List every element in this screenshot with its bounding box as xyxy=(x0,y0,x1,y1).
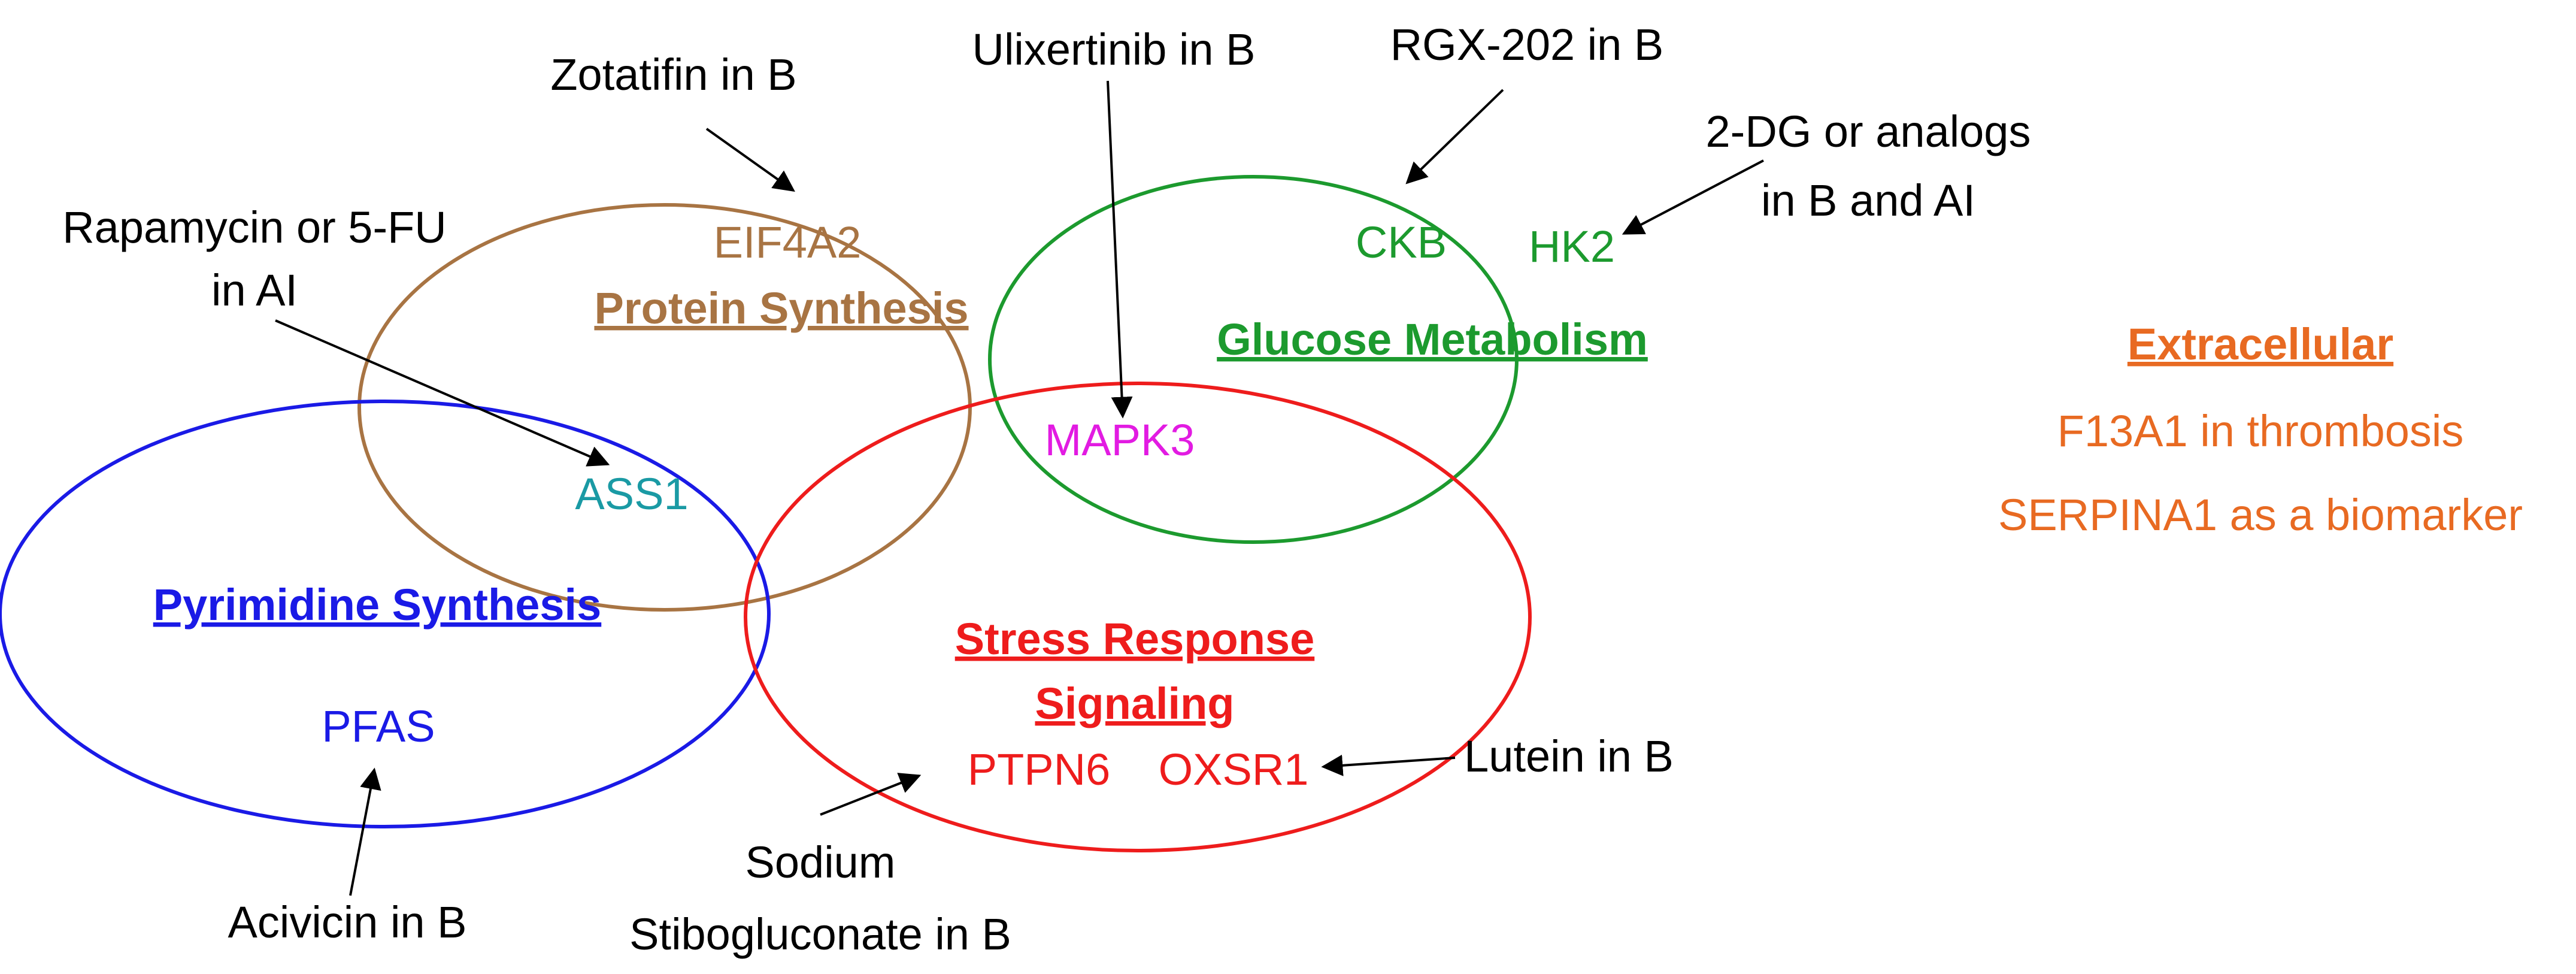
stress-response-title-line1: Stress Response xyxy=(955,614,1315,664)
stress-response-ellipse xyxy=(744,382,1532,852)
protein-synthesis-title: Protein Synthesis xyxy=(594,283,968,333)
drug-2dg-line1: 2-DG or analogs xyxy=(1706,107,2031,156)
drug-acivicin: Acivicin in B xyxy=(228,897,467,947)
gene-ptpn6: PTPN6 xyxy=(968,745,1111,794)
acivicin-arrow xyxy=(349,767,381,896)
protein-synthesis-ellipse xyxy=(357,203,972,612)
extracellular-serpina1: SERPINA1 as a biomarker xyxy=(1998,490,2523,540)
drug-rapamycin-line2: in AI xyxy=(211,265,298,315)
twodg-arrow xyxy=(1622,159,1764,235)
gene-oxsr1: OXSR1 xyxy=(1159,745,1309,794)
drug-zotatifin: Zotatifin in B xyxy=(550,50,796,99)
drug-ulixertinib: Ulixertinib in B xyxy=(972,25,1256,74)
glucose-metabolism-ellipse xyxy=(988,175,1519,544)
zotatifin-arrow xyxy=(705,128,795,192)
pyrimidine-synthesis-title: Pyrimidine Synthesis xyxy=(153,580,602,630)
lutein-arrow xyxy=(1321,754,1456,776)
drug-rapamycin-line1: Rapamycin or 5-FU xyxy=(62,202,447,252)
gene-hk2: HK2 xyxy=(1529,222,1615,271)
extracellular-title: Extracellular xyxy=(2128,319,2393,369)
gene-pfas: PFAS xyxy=(322,701,435,751)
ulixertinib-arrow xyxy=(1107,80,1133,419)
sodium-arrow xyxy=(820,773,922,816)
drug-lutein: Lutein in B xyxy=(1464,731,1674,781)
drug-sodium-line2: Stibogluconate in B xyxy=(629,909,1011,959)
drug-sodium-line1: Sodium xyxy=(745,837,896,887)
pyrimidine-synthesis-ellipse xyxy=(0,400,771,828)
glucose-metabolism-title: Glucose Metabolism xyxy=(1217,314,1648,364)
drug-rgx202: RGX-202 in B xyxy=(1390,20,1664,69)
rgx202-arrow xyxy=(1405,89,1504,184)
gene-ass1: ASS1 xyxy=(575,469,688,519)
gene-mapk3: MAPK3 xyxy=(1045,415,1195,465)
gene-eif4a2: EIF4A2 xyxy=(714,217,862,267)
extracellular-f13a1: F13A1 in thrombosis xyxy=(2057,406,2464,456)
stress-response-title-line2: Signaling xyxy=(1035,679,1235,728)
rapamycin-arrow xyxy=(275,319,610,467)
drug-2dg-line2: in B and AI xyxy=(1761,176,1975,225)
gene-ckb: CKB xyxy=(1356,217,1447,267)
